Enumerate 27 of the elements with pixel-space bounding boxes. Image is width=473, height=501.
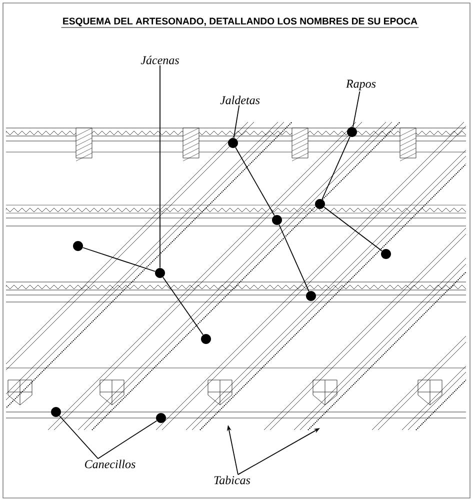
leader-line — [278, 224, 310, 292]
dot-marker — [272, 215, 282, 225]
dot-marker — [381, 249, 391, 259]
dot-marker — [73, 241, 83, 251]
dot-marker — [155, 268, 165, 278]
dot-marker — [306, 291, 316, 301]
dot-marker — [51, 407, 61, 417]
leader-line — [352, 90, 360, 128]
leader-line — [162, 276, 204, 336]
leader-line — [82, 247, 156, 272]
title: ESQUEMA DEL ARTESONADO, DETALLANDO LOS NOMBRES DE SU EPOCA — [63, 18, 418, 26]
dot-marker — [315, 199, 325, 209]
leader-line — [233, 104, 240, 138]
dot-marker — [201, 334, 211, 344]
dot-marker — [347, 127, 357, 137]
callout-label: Rapos — [345, 78, 377, 92]
leader-line — [235, 147, 275, 216]
dot-marker — [156, 413, 166, 423]
leader-line — [322, 136, 350, 200]
leader-line — [59, 415, 98, 460]
callout-label: Jaldetas — [219, 94, 261, 106]
callout-label: Jácenas — [140, 54, 180, 66]
leader-line — [98, 420, 158, 460]
leader-line — [324, 206, 382, 252]
callout-label: Tabicas — [212, 474, 252, 486]
dot-marker — [228, 138, 238, 148]
callout-label: Canecillos — [83, 458, 137, 470]
